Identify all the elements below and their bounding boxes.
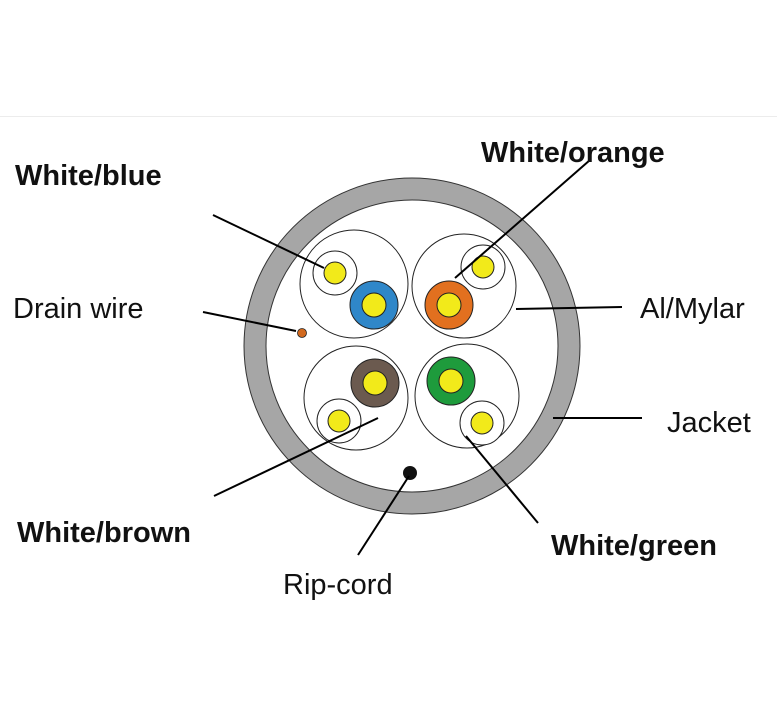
leader-white-brown [213,417,379,497]
white-blue-conductor [323,261,347,285]
leader-white-blue [212,214,325,269]
brown-conductor [362,370,388,396]
foil-brown-pair [303,345,409,451]
label-al-mylar: Al/Mylar [640,293,745,325]
label-white-blue: White/blue [15,160,162,192]
cable-interior [265,199,559,493]
foil-blue-pair [299,229,409,339]
white-orange-conductor [471,255,495,279]
divider [0,116,777,117]
leader-white-orange [454,159,591,279]
leader-rip-cord [357,475,410,556]
label-jacket: Jacket [667,407,751,439]
rip-cord-dot [403,466,417,480]
leader-al-mylar [515,306,623,310]
label-white-green: White/green [551,530,717,562]
label-drain-wire: Drain wire [13,293,144,325]
drain-wire-dot [297,328,307,338]
orange-conductor [436,292,462,318]
foil-green-pair [414,343,520,449]
leader-drain-wire [202,311,297,332]
white-green-conductor [470,411,494,435]
white-brown-conductor [327,409,351,433]
blue-conductor [361,292,387,318]
label-white-orange: White/orange [481,137,665,169]
leader-white-green [465,435,539,524]
green-conductor [438,368,464,394]
label-rip-cord: Rip-cord [283,569,393,601]
foil-orange-pair [411,233,517,339]
label-white-brown: White/brown [17,517,191,549]
